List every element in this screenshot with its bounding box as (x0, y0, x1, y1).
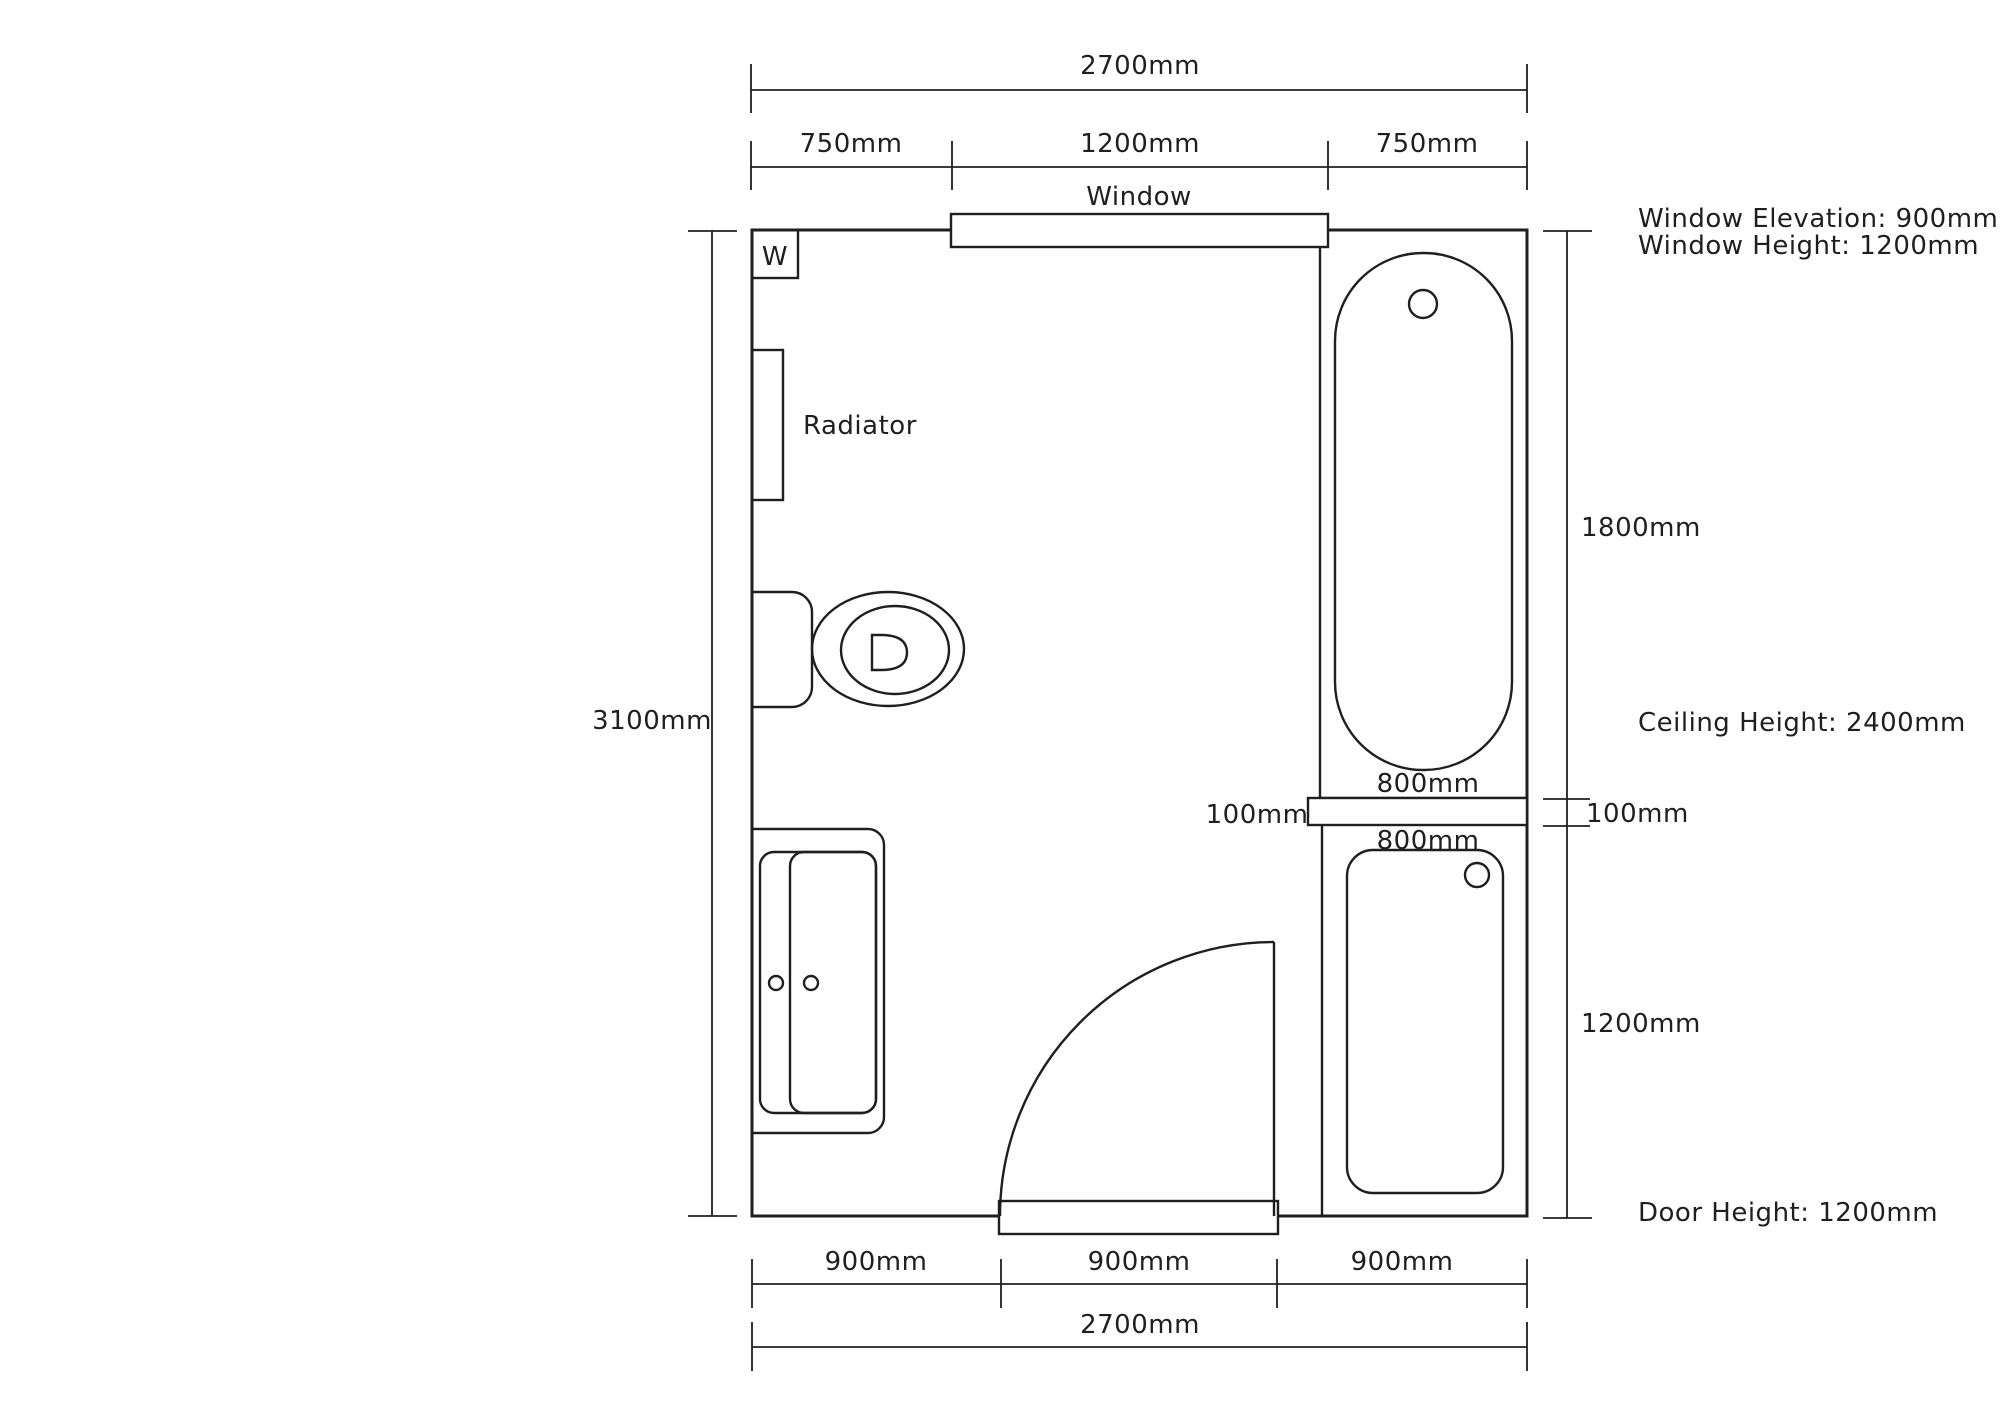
radiator-rect (750, 348, 785, 502)
annotation-window-height: Window Height: 1200mm (1638, 231, 1979, 261)
dim-bottom-left-label: 900mm (825, 1247, 928, 1277)
dim-bottom-total-label: 2700mm (1080, 1310, 1200, 1340)
w-marker-label: W (762, 242, 788, 272)
bath-inner-tub (1333, 251, 1514, 772)
dim-top-right-label: 750mm (1376, 129, 1479, 159)
vanity-basin-inner (788, 850, 878, 1115)
door-swing-arc (998, 940, 1275, 1217)
divider-shelf (1306, 796, 1529, 827)
radiator-label: Radiator (803, 411, 917, 441)
dim-left-height: 3100mm (592, 230, 737, 1217)
dim-top-total-label: 2700mm (1080, 51, 1200, 81)
vanity-outline (750, 827, 886, 1135)
dim-bath-width-label: 800mm (1377, 769, 1480, 799)
annotation-ceiling-height: Ceiling Height: 2400mm (1638, 708, 1966, 738)
w-marker-box (750, 228, 800, 280)
annotation-window-elevation: Window Elevation: 900mm (1638, 204, 1998, 234)
dim-top-left-label: 750mm (800, 129, 903, 159)
room-outline (750, 228, 1529, 1218)
dim-right-gap-label: 100mm (1586, 799, 1689, 829)
dim-top-window-label: 1200mm (1080, 129, 1200, 159)
shower-tray (1345, 848, 1505, 1195)
dim-top-segments: 750mm 1200mm 750mm (750, 129, 1528, 190)
shower-drain-icon (1463, 861, 1491, 889)
dim-left-height-label: 3100mm (592, 706, 712, 736)
dim-bottom-total: 2700mm (751, 1310, 1528, 1371)
dim-bath-length-label: 1800mm (1581, 513, 1701, 543)
dim-bottom-segments: 900mm 900mm 900mm (751, 1247, 1528, 1308)
dim-top-total: 2700mm (750, 51, 1528, 113)
vanity-tap-right-icon (802, 974, 820, 992)
window-label: Window (1086, 182, 1192, 212)
toilet-cistern (750, 590, 814, 709)
door-threshold-rect (997, 1199, 1280, 1236)
toilet-bowl-outer (810, 590, 966, 708)
dim-right-column: 1800mm 100mm 1200mm (1543, 230, 1701, 1219)
dim-bottom-right-label: 900mm (1351, 1247, 1454, 1277)
annotation-door-height: Door Height: 1200mm (1638, 1198, 1938, 1228)
dim-shower-width-label: 800mm (1377, 826, 1480, 856)
dim-shower-length-label: 1200mm (1581, 1009, 1701, 1039)
window-rect (949, 212, 1330, 249)
vanity-tap-left-icon (767, 974, 785, 992)
toilet-flush-icon (870, 633, 909, 672)
dim-bottom-door-label: 900mm (1088, 1247, 1191, 1277)
dim-gap-left-label: 100mm (1206, 800, 1309, 830)
toilet-bowl-inner (839, 604, 951, 696)
bath-tap-icon (1407, 288, 1439, 320)
bath-outline (1318, 228, 1529, 800)
